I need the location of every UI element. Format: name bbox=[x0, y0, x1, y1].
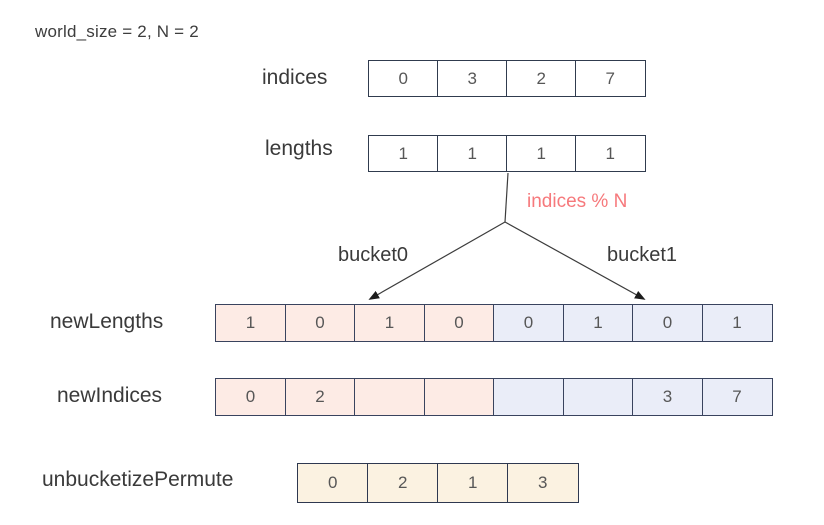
array-cell: 1 bbox=[506, 135, 577, 172]
array-cell: 3 bbox=[507, 463, 579, 503]
array-cell: 7 bbox=[701, 378, 773, 416]
unbucketizepermute-label: unbucketizePermute bbox=[42, 468, 234, 491]
array-cell: 0 bbox=[215, 378, 286, 416]
array-cell: 1 bbox=[701, 304, 773, 342]
array-cell: 0 bbox=[368, 60, 439, 97]
array-cell: 1 bbox=[368, 135, 439, 172]
array-cell bbox=[423, 378, 495, 416]
array-cell: 0 bbox=[297, 463, 369, 503]
array-cell: 3 bbox=[437, 60, 508, 97]
bucket1-label: bucket1 bbox=[607, 244, 678, 266]
array-cell: 1 bbox=[437, 135, 508, 172]
array-cell: 0 bbox=[423, 304, 495, 342]
modulo-split-line bbox=[504, 172, 509, 223]
array-cell: 0 bbox=[493, 304, 564, 342]
title-text: world_size = 2, N = 2 bbox=[35, 22, 199, 41]
indices-label: indices bbox=[262, 66, 328, 89]
bucket0-label: bucket0 bbox=[338, 244, 409, 266]
array-cell: 3 bbox=[632, 378, 703, 416]
array-cell: 2 bbox=[284, 378, 356, 416]
array-cell: 1 bbox=[562, 304, 634, 342]
array-cell: 1 bbox=[437, 463, 509, 503]
array-cell bbox=[493, 378, 564, 416]
array-cell: 2 bbox=[506, 60, 577, 97]
modulo-annotation: indices % N bbox=[527, 191, 628, 212]
lengths-label: lengths bbox=[265, 137, 333, 160]
array-cell: 1 bbox=[215, 304, 286, 342]
array-cell: 0 bbox=[632, 304, 703, 342]
array-cell bbox=[354, 378, 425, 416]
array-cell bbox=[562, 378, 634, 416]
array-cell: 1 bbox=[575, 135, 646, 172]
array-cell: 1 bbox=[354, 304, 425, 342]
array-cell: 7 bbox=[575, 60, 646, 97]
array-cell: 0 bbox=[284, 304, 356, 342]
newindices-label: newIndices bbox=[57, 384, 163, 407]
newlengths-label: newLengths bbox=[50, 310, 164, 333]
array-cell: 2 bbox=[367, 463, 439, 503]
